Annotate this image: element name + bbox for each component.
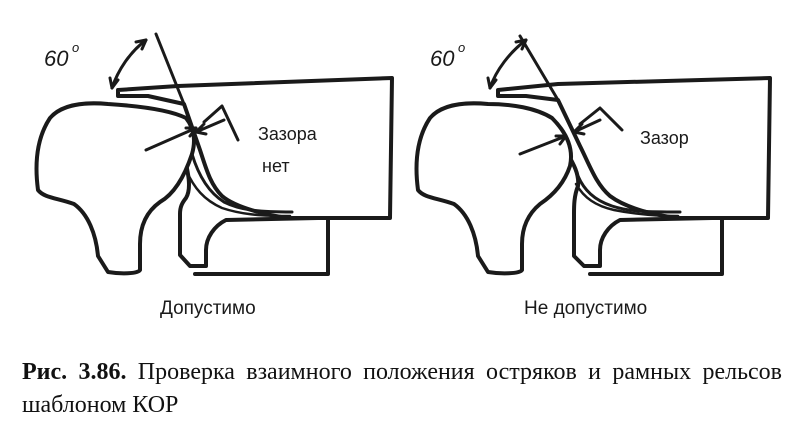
right-contact-edge-1 <box>576 174 682 214</box>
right-angle-arrow-bottom <box>486 76 498 90</box>
left-angle-arrow-bottom <box>108 76 120 90</box>
left-template <box>116 76 394 220</box>
figure-number: Рис. 3.86. <box>22 359 127 385</box>
right-template <box>496 76 772 220</box>
right-verdict: Не допустимо <box>524 298 647 319</box>
right-template-inner-line <box>518 34 560 102</box>
left-panel <box>34 32 394 276</box>
left-angle-arrow-top <box>134 38 148 51</box>
right-callout-line-1: Зазор <box>640 128 689 148</box>
left-verdict: Допустимо <box>160 298 256 319</box>
left-callout-line-1: Зазора <box>258 124 318 144</box>
right-panel <box>414 34 772 276</box>
left-gap-arrow-out <box>194 118 226 136</box>
right-angle-arrow-top <box>514 38 528 51</box>
left-contact-edge-1 <box>190 152 294 214</box>
left-callout-leader <box>202 104 240 142</box>
right-angle-label: 60 <box>430 46 455 71</box>
figure-caption-text: Проверка взаимного положения остряков и … <box>22 359 783 418</box>
left-gap-arrow-in <box>144 126 198 152</box>
left-angle-unit: o <box>72 40 79 55</box>
left-stock-rail <box>178 148 330 276</box>
right-switch-rail <box>414 101 573 276</box>
left-contact-edge-2 <box>184 168 292 218</box>
right-gap-arrow-in <box>518 134 568 156</box>
left-angle-label: 60 <box>44 46 69 71</box>
left-callout-line-2: нет <box>262 156 290 176</box>
right-callout-leader <box>578 106 624 132</box>
left-template-inner-line <box>154 32 186 106</box>
figure-caption: Рис. 3.86. Проверка взаимного положения … <box>22 356 782 422</box>
right-angle-unit: o <box>458 40 465 55</box>
right-stock-rail <box>558 138 724 276</box>
right-contact-edge-2 <box>574 182 680 218</box>
left-switch-rail <box>34 101 196 276</box>
